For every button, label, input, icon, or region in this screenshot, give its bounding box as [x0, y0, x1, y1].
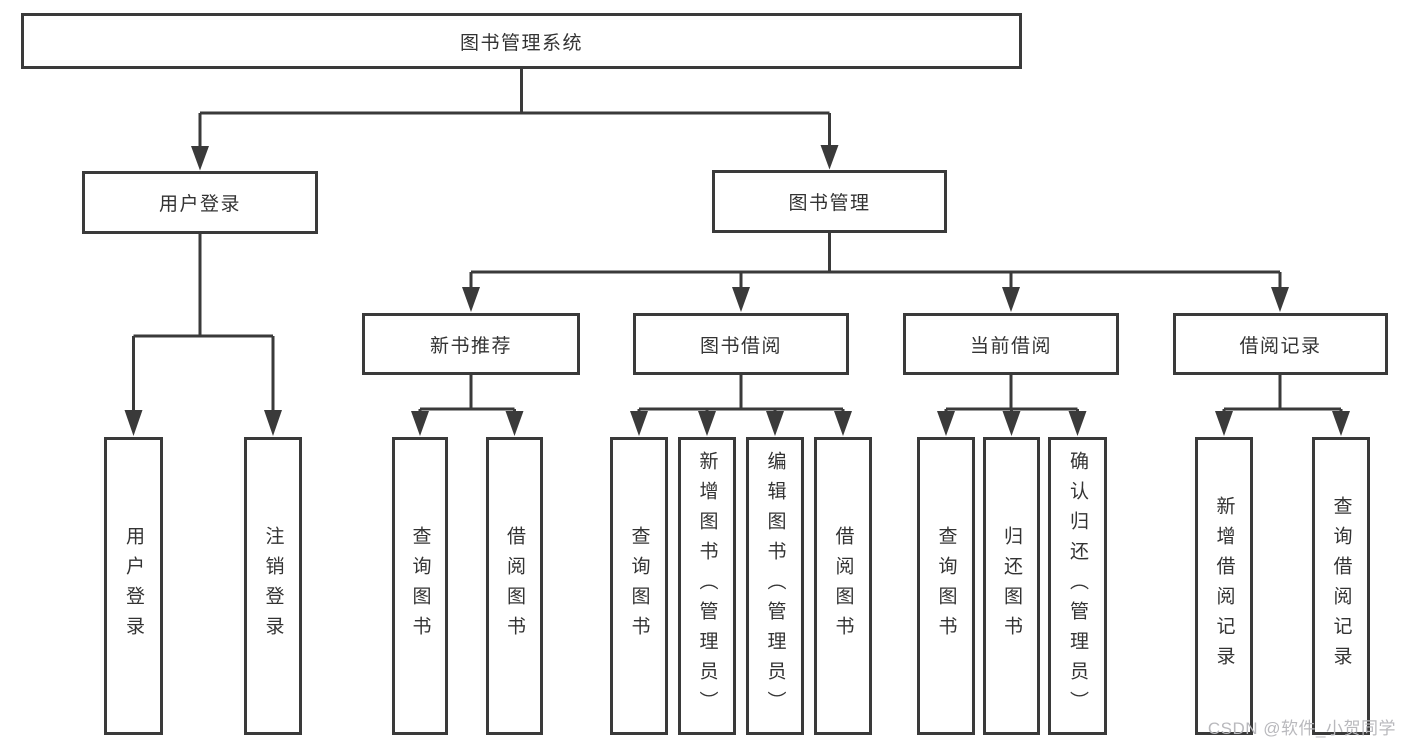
node-new-book-rec: 新书推荐	[362, 313, 580, 375]
leaf-return-book: 归还图书	[983, 437, 1040, 735]
node-current-borrow: 当前借阅	[903, 313, 1119, 375]
arrowhead-icon	[732, 287, 750, 312]
leaf-confirm-return-admin: 确认归还（管理员）	[1048, 437, 1107, 735]
leaf-query-borrow-record: 查询借阅记录	[1312, 437, 1370, 735]
leaf-logout: 注销登录	[244, 437, 302, 735]
connector-book-borrow-to-leaves	[637, 375, 845, 420]
csdn-watermark: CSDN @软件_小贺同学	[1207, 719, 1396, 738]
arrowhead-icon	[1271, 287, 1289, 312]
arrowhead-icon	[264, 410, 282, 436]
arrowhead-icon	[1332, 411, 1350, 436]
leaf-borrow-book-1: 借阅图书	[486, 437, 543, 735]
node-user-login: 用户登录	[82, 171, 318, 234]
arrowhead-icon	[124, 410, 143, 436]
connector-book-mgmt-to-level3	[469, 233, 1282, 295]
leaf-edit-book-admin: 编辑图书（管理员）	[746, 437, 804, 735]
leaf-borrow-book-2: 借阅图书	[814, 437, 872, 735]
arrowhead-icon	[1068, 411, 1087, 436]
arrowhead-icon	[411, 411, 429, 436]
leaf-label: 新增借阅记录	[1213, 496, 1235, 676]
arrowhead-icon	[834, 411, 852, 436]
arrowhead-icon	[191, 146, 209, 171]
connector-new-book-rec-to-leaves	[418, 375, 516, 420]
arrowhead-icon	[505, 411, 524, 436]
arrowhead-icon	[937, 411, 955, 436]
leaf-label: 查询图书	[935, 526, 957, 646]
leaf-label: 确认归还（管理员）	[1067, 451, 1088, 721]
arrowhead-icon	[820, 145, 839, 170]
arrowhead-icon	[630, 411, 648, 436]
leaf-label: 查询图书	[628, 526, 650, 646]
leaf-add-borrow-record: 新增借阅记录	[1195, 437, 1253, 735]
arrowhead-icon	[1215, 411, 1233, 436]
leaf-user-login: 用户登录	[104, 437, 163, 735]
leaf-label: 注销登录	[262, 526, 284, 646]
arrowhead-icon	[698, 411, 716, 436]
node-borrow-records: 借阅记录	[1173, 313, 1388, 375]
leaf-label: 借阅图书	[504, 526, 525, 646]
connector-root-to-level2	[198, 69, 831, 152]
leaf-label: 新增图书（管理员）	[696, 451, 718, 721]
leaf-label: 编辑图书（管理员）	[764, 451, 786, 721]
arrowhead-icon	[766, 411, 784, 436]
node-book-mgmt: 图书管理	[712, 170, 947, 233]
connector-user-login-to-leaves	[132, 234, 275, 418]
arrowheads	[124, 145, 1350, 436]
connector-borrow-records-to-leaves	[1222, 375, 1343, 420]
leaf-label: 查询借阅记录	[1330, 496, 1352, 676]
leaf-label: 用户登录	[123, 526, 144, 646]
node-book-borrow: 图书借阅	[633, 313, 849, 375]
leaf-label: 查询图书	[409, 526, 431, 646]
leaf-query-book-1: 查询图书	[392, 437, 448, 735]
node-root: 图书管理系统	[21, 13, 1022, 69]
arrowhead-icon	[462, 287, 480, 312]
leaf-label: 归还图书	[1001, 526, 1022, 646]
leaf-query-book-2: 查询图书	[610, 437, 668, 735]
leaf-label: 借阅图书	[832, 526, 854, 646]
leaf-query-book-3: 查询图书	[917, 437, 975, 735]
leaf-add-book-admin: 新增图书（管理员）	[678, 437, 736, 735]
arrowhead-icon	[1002, 287, 1020, 312]
arrowhead-icon	[1002, 411, 1021, 436]
